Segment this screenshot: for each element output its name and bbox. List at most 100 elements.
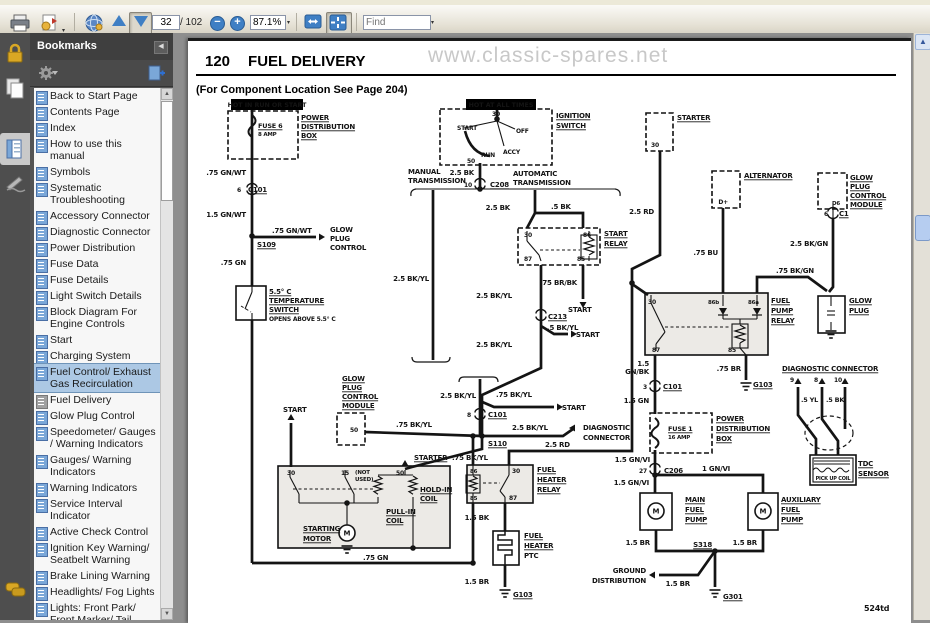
svg-text:1.5 GN/VI: 1.5 GN/VI — [614, 479, 649, 487]
bookmark-item[interactable]: Index — [34, 120, 160, 137]
bookmark-page-icon — [36, 351, 48, 365]
svg-text:50: 50 — [350, 427, 358, 434]
bookmark-item[interactable]: Lights: Front Park/Front Marker/ Tail — [34, 600, 160, 620]
bookmark-item[interactable]: Fuel Delivery — [34, 392, 160, 409]
svg-text:GLOW: GLOW — [342, 375, 365, 383]
bookmark-item[interactable]: Accessory Connector — [34, 208, 160, 225]
svg-text:ALTERNATOR: ALTERNATOR — [744, 172, 793, 180]
bookmarks-scroll-down-button[interactable]: ▼ — [161, 608, 173, 620]
pages-icon[interactable] — [5, 77, 27, 101]
svg-text:.75 BK/YL: .75 BK/YL — [452, 454, 489, 462]
svg-text:C206: C206 — [664, 467, 683, 475]
zoom-level-input[interactable] — [250, 15, 286, 30]
bookmark-item[interactable]: Glow Plug Control — [34, 408, 160, 425]
bookmark-item[interactable]: Power Distribution — [34, 240, 160, 257]
bookmark-item[interactable]: Diagnostic Connector — [34, 224, 160, 241]
signatures-icon[interactable] — [5, 173, 27, 193]
bookmark-item[interactable]: Fuse Details — [34, 272, 160, 289]
bookmarks-icon — [6, 139, 22, 159]
svg-text:POWER: POWER — [716, 415, 745, 423]
bookmark-item[interactable]: Contents Page — [34, 104, 160, 121]
svg-text:1.5 GN/VI: 1.5 GN/VI — [615, 456, 650, 464]
bookmark-item[interactable]: Charging System — [34, 348, 160, 365]
collapse-panel-button[interactable]: ◀ — [154, 41, 168, 54]
svg-text:CONTROL: CONTROL — [850, 192, 887, 200]
bookmarks-title: Bookmarks — [37, 40, 97, 52]
bookmark-item[interactable]: Brake Lining Warning — [34, 568, 160, 585]
svg-text:1 GN/VI: 1 GN/VI — [702, 465, 730, 473]
svg-text:15: 15 — [341, 470, 349, 477]
svg-text:2.5 BK/YL: 2.5 BK/YL — [393, 275, 430, 283]
previous-page-button[interactable] — [108, 12, 130, 36]
menu-item[interactable]: File — [6, 4, 24, 5]
svg-text:.75 GN: .75 GN — [221, 259, 247, 267]
svg-text:85: 85 — [728, 347, 736, 354]
bookmark-label: Fuse Details — [50, 274, 109, 286]
menu-item[interactable]: View — [61, 4, 85, 5]
fit-width-button[interactable] — [302, 12, 326, 36]
svg-text:3: 3 — [643, 384, 647, 391]
bookmarks-scrollbar-thumb[interactable] — [161, 101, 173, 201]
bookmarks-scroll-up-button[interactable]: ▲ — [161, 88, 173, 100]
bookmarks-tab[interactable] — [0, 133, 30, 165]
options-gear-icon[interactable] — [38, 65, 60, 81]
zoom-caret-icon[interactable]: ▾ — [287, 20, 291, 26]
new-bookmark-icon[interactable] — [147, 64, 167, 82]
page-number-input[interactable] — [152, 15, 180, 30]
menu-item[interactable]: Tools — [153, 4, 179, 5]
bookmark-page-icon — [36, 367, 48, 381]
export-button[interactable]: ▾ — [38, 12, 70, 36]
zoom-out-button[interactable]: − — [210, 16, 225, 31]
bookmark-item[interactable]: Ignition Key Warning/Seatbelt Warning — [34, 540, 160, 568]
comments-icon[interactable] — [4, 580, 28, 600]
menu-item[interactable]: Help — [235, 4, 258, 5]
security-lock-icon[interactable] — [4, 43, 26, 65]
find-caret-icon[interactable]: ▾ — [431, 20, 435, 26]
bookmark-item[interactable]: Start — [34, 332, 160, 349]
bookmark-label: Accessory Connector — [50, 210, 150, 222]
bookmark-item[interactable]: Active Check Control — [34, 524, 160, 541]
bookmark-item[interactable]: Headlights/ Fog Lights — [34, 584, 160, 601]
bookmark-item[interactable]: Speedometer/ Gauges/ Warning Indicators — [34, 424, 160, 452]
svg-text:COIL: COIL — [386, 517, 404, 525]
bookmark-page-icon — [36, 427, 48, 441]
bookmark-page-icon — [36, 167, 48, 181]
bookmark-item[interactable]: Light Switch Details — [34, 288, 160, 305]
svg-text:2.5 BK: 2.5 BK — [450, 169, 475, 177]
bookmark-label: Light Switch Details — [50, 290, 142, 302]
find-input[interactable] — [363, 15, 431, 30]
svg-text:G301: G301 — [723, 593, 743, 601]
web-icon — [85, 14, 103, 32]
bookmark-item[interactable]: Symbols — [34, 164, 160, 181]
bookmark-item[interactable]: Back to Start Page — [34, 88, 160, 105]
menu-item[interactable]: Edit — [33, 4, 52, 5]
svg-text:.75 BK/YL: .75 BK/YL — [496, 391, 533, 399]
svg-text:1.5 GN/WT: 1.5 GN/WT — [206, 211, 246, 219]
svg-text:.75 GN/WT: .75 GN/WT — [206, 169, 246, 177]
svg-text:CONTROL: CONTROL — [342, 393, 379, 401]
fit-page-button[interactable] — [326, 12, 352, 36]
bookmarks-scrollbar: ▲ ▼ — [160, 88, 173, 620]
svg-text:START: START — [568, 306, 592, 314]
svg-text:MOTOR: MOTOR — [303, 535, 332, 543]
diagram-wires — [250, 110, 847, 587]
menu-item[interactable]: Document — [93, 4, 143, 5]
bookmark-item[interactable]: Warning Indicators — [34, 480, 160, 497]
document-scrollbar-thumb[interactable] — [915, 215, 930, 241]
zoom-in-button[interactable]: + — [230, 16, 245, 31]
menu-item[interactable]: Window — [187, 4, 226, 5]
document-scroll-up-button[interactable]: ▲ — [915, 34, 930, 50]
web-button[interactable] — [82, 12, 110, 36]
print-button[interactable] — [8, 12, 36, 36]
bookmark-item[interactable]: Fuse Data — [34, 256, 160, 273]
bookmark-label: Symbols — [50, 166, 91, 178]
